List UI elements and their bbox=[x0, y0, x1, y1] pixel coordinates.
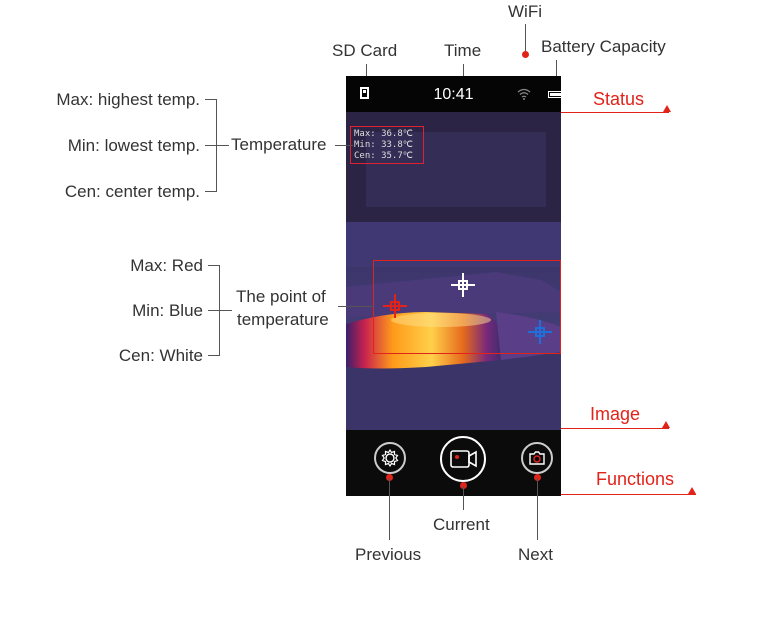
next-label: Next bbox=[518, 545, 553, 564]
capture-button[interactable] bbox=[521, 442, 553, 474]
record-icon bbox=[450, 450, 477, 468]
point-max-desc: Max: Red bbox=[130, 256, 203, 275]
measurement-box bbox=[373, 260, 561, 354]
sd-card-label: SD Card bbox=[332, 41, 398, 60]
image-section-label: Image bbox=[590, 404, 641, 424]
temp-max-desc: Max: highest temp. bbox=[56, 90, 200, 109]
temp-cen-desc: Cen: center temp. bbox=[64, 182, 200, 201]
min-point-marker bbox=[528, 320, 552, 344]
max-temp-value: Max: 36.8℃ bbox=[354, 129, 413, 139]
temp-min-desc: Min: lowest temp. bbox=[67, 136, 200, 155]
current-label: Current bbox=[433, 515, 490, 534]
wifi-label: WiFi bbox=[508, 2, 542, 21]
thermal-image: Max: 36.8℃ Min: 33.8℃ Cen: 35.7℃ bbox=[346, 112, 561, 430]
min-temp-value: Min: 33.8℃ bbox=[354, 140, 413, 150]
sd-card-icon bbox=[360, 87, 369, 99]
thermal-camera-screen: 10:41 bbox=[346, 76, 564, 496]
battery-capacity-label: Battery Capacity bbox=[541, 37, 666, 56]
function-bar bbox=[346, 430, 561, 496]
point-min-desc: Min: Blue bbox=[132, 301, 203, 320]
functions-section-label: Functions bbox=[596, 469, 675, 489]
settings-icon bbox=[381, 448, 399, 468]
point-cen-desc: Cen: White bbox=[118, 346, 203, 365]
battery-icon bbox=[548, 91, 564, 98]
previous-label: Previous bbox=[355, 545, 422, 564]
temperature-readout: Max: 36.8℃ Min: 33.8℃ Cen: 35.7℃ bbox=[350, 126, 424, 164]
settings-button[interactable] bbox=[374, 442, 406, 474]
clock: 10:41 bbox=[433, 86, 474, 103]
temperature-title: Temperature bbox=[231, 135, 327, 154]
thermal-scene bbox=[346, 112, 561, 430]
status-bar: 10:41 bbox=[346, 76, 564, 112]
point-title-line2: temperature bbox=[237, 310, 329, 329]
cen-point-marker bbox=[451, 273, 475, 297]
camera-icon bbox=[529, 451, 545, 465]
time-label: Time bbox=[444, 41, 482, 60]
record-button[interactable] bbox=[440, 436, 486, 482]
wifi-icon bbox=[517, 88, 531, 100]
point-title-line1: The point of bbox=[236, 287, 326, 306]
cen-temp-value: Cen: 35.7℃ bbox=[354, 151, 413, 161]
max-point-marker bbox=[383, 294, 407, 318]
status-section-label: Status bbox=[593, 89, 645, 109]
